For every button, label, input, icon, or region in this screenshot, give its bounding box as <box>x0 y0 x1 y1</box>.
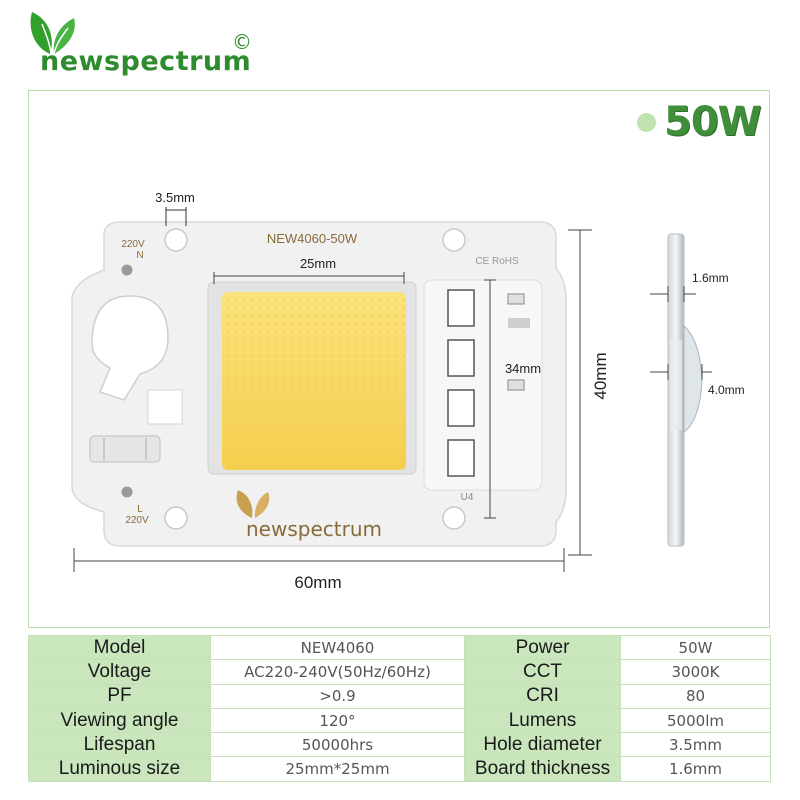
power-badge-text: 50W <box>664 99 762 145</box>
board-drawing: NEW4060-50W CE RoHS 220V N L 220V U4 new… <box>71 190 745 592</box>
spec-label: Luminous size <box>28 756 211 782</box>
board-brand-print: newspectrum <box>246 517 382 541</box>
board-input-top-voltage: 220V <box>121 239 145 250</box>
leaf-icon <box>30 12 75 55</box>
dim-side-thickness <box>650 286 696 302</box>
dim-chip-height <box>484 279 496 519</box>
spec-label: CCT <box>464 659 621 685</box>
mount-hole-bottom-left <box>164 506 188 530</box>
board-cert-print: CE RoHS <box>475 256 519 267</box>
cob-board <box>71 221 567 547</box>
board-brand-logo: newspectrum <box>236 490 382 541</box>
dim-hole <box>165 207 187 226</box>
spec-value: NEW4060 <box>210 634 465 661</box>
brand-name: newspectrum <box>40 46 252 77</box>
dim-board-width <box>73 548 565 572</box>
driver-area <box>423 279 543 491</box>
spec-label: Power <box>464 634 621 661</box>
solder-pad-n <box>121 264 133 276</box>
spec-value: AC220-240V(50Hz/60Hz) <box>210 659 465 685</box>
board-u4-print: U4 <box>461 492 474 503</box>
rectifier-component <box>91 295 169 401</box>
spec-value: 3.5mm <box>620 732 771 758</box>
spec-label: PF <box>28 683 211 709</box>
resistor-component <box>89 435 161 463</box>
copyright-mark: © <box>232 30 252 54</box>
board-side-view <box>667 233 703 547</box>
spec-label: Board thickness <box>464 756 621 782</box>
dim-total-thickness-label: 4.0mm <box>708 383 745 397</box>
dim-chip-width <box>213 272 405 284</box>
mount-hole-top-left <box>164 228 188 252</box>
board-model-print: NEW4060-50W <box>267 231 358 246</box>
brand-logo: newspectrum © <box>28 6 268 78</box>
dim-chip-height-label: 34mm <box>505 361 541 376</box>
spec-value: 120° <box>210 707 465 734</box>
spec-value: 50W <box>620 634 771 661</box>
spec-value: >0.9 <box>210 683 465 709</box>
dim-board-height-label: 40mm <box>591 352 610 399</box>
dim-board-width-label: 60mm <box>294 573 341 592</box>
dim-board-height <box>568 229 592 556</box>
board-input-bottom-l: L <box>137 504 143 515</box>
spec-value: 1.6mm <box>620 756 771 782</box>
spec-value: 80 <box>620 683 771 709</box>
dim-side-total <box>650 364 712 380</box>
solder-pad-l <box>121 486 133 498</box>
spec-label: CRI <box>464 683 621 709</box>
board-leaf-icon <box>236 490 253 518</box>
spec-value: 50000hrs <box>210 732 465 758</box>
badge-dot-icon <box>637 112 656 132</box>
spec-label: Voltage <box>28 659 211 685</box>
spec-label: Hole diameter <box>464 732 621 758</box>
small-chip-component <box>147 389 183 425</box>
spec-label: Lifespan <box>28 732 211 758</box>
board-input-bottom-voltage: 220V <box>125 515 149 526</box>
spec-label: Lumens <box>464 707 621 734</box>
power-badge: 50W <box>637 99 762 145</box>
spec-value: 5000lm <box>620 707 771 734</box>
spec-value: 3000K <box>620 659 771 685</box>
spec-label: Model <box>28 634 211 661</box>
mount-hole-top-right <box>442 228 466 252</box>
dim-board-thickness-label: 1.6mm <box>692 271 729 285</box>
mount-hole-bottom-right <box>442 506 466 530</box>
dim-chip-width-label: 25mm <box>300 256 336 271</box>
board-input-top-n: N <box>136 250 143 261</box>
spec-label: Viewing angle <box>28 707 211 734</box>
spec-value: 25mm*25mm <box>210 756 465 782</box>
dim-hole-label: 3.5mm <box>155 190 195 205</box>
